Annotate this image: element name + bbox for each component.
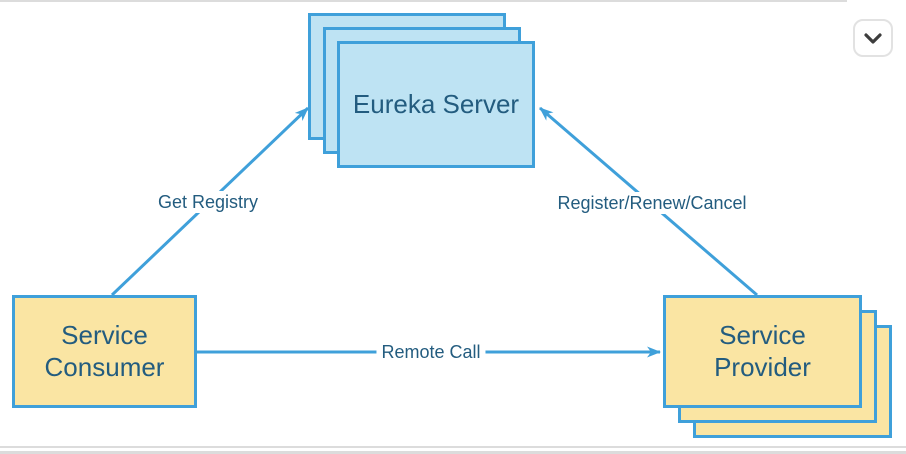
eureka-server-node: Eureka Server [337, 41, 535, 168]
edge-label-remote-call: Remote Call [376, 341, 486, 363]
service-provider-label: Service Provider [714, 319, 811, 382]
bottom-divider-line-2 [0, 451, 906, 454]
chevron-down-icon [864, 32, 882, 44]
collapse-button[interactable] [853, 19, 893, 57]
edge-label-register-renew-cancel: Register/Renew/Cancel [552, 192, 752, 214]
top-divider-line [0, 0, 847, 2]
eureka-server-label: Eureka Server [352, 88, 520, 119]
service-provider-node: Service Provider [663, 295, 862, 408]
service-consumer-label: Service Consumer [44, 319, 165, 382]
bottom-divider-line-1 [0, 446, 906, 448]
edge-label-get-registry: Get Registry [152, 191, 264, 213]
service-consumer-node: Service Consumer [12, 295, 197, 408]
